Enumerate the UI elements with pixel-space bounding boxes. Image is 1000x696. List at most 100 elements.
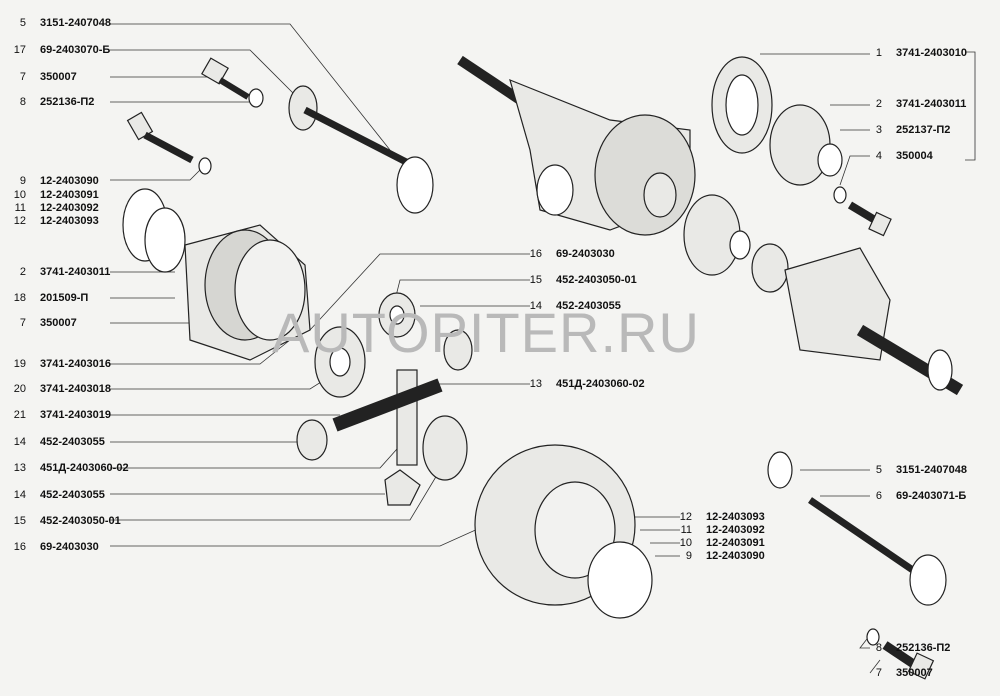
pinion-gear [443, 329, 473, 371]
side-gear-left [314, 326, 366, 398]
part-number: 12 [13, 215, 26, 227]
part-number: 8 [875, 642, 882, 654]
leader-line [869, 659, 881, 674]
part-number: 9 [685, 550, 692, 562]
leader-line [110, 339, 291, 365]
part-number: 9 [19, 175, 26, 187]
part-label: 4 350004 [860, 149, 933, 163]
part-label: 2 3741-2403011 [4, 265, 110, 279]
part-number: 12 [679, 511, 692, 523]
leader-line [394, 279, 530, 301]
part-label: 19 3741-2403016 [4, 357, 111, 371]
part-number: 15 [529, 274, 542, 286]
part-number: 3 [875, 124, 882, 136]
washer-part [248, 88, 264, 108]
part-number: 11 [14, 202, 26, 214]
part-code: 350007 [40, 317, 77, 329]
shim-part [144, 207, 186, 273]
leader-line [839, 155, 870, 186]
bearing-part [643, 172, 677, 218]
bolt-part [126, 111, 194, 164]
part-number: 19 [13, 358, 26, 370]
leader-line [110, 23, 391, 151]
leader-line [110, 49, 301, 101]
part-label: 5 3151-2407048 [4, 16, 111, 30]
part-label: 12 12-2403093 [4, 214, 99, 228]
bracket [965, 51, 976, 161]
bolt-part [201, 57, 250, 100]
part-code: 69-2403030 [40, 541, 99, 553]
part-code: 350007 [896, 667, 933, 679]
part-label: 7 350007 [860, 666, 933, 680]
part-number: 4 [875, 150, 882, 162]
leader-line [110, 439, 406, 469]
part-number: 18 [13, 292, 26, 304]
leader-line [309, 253, 530, 331]
part-number: 16 [13, 541, 26, 553]
axle-shaft-left [288, 85, 434, 214]
part-code: 69-2403071-Б [896, 490, 967, 502]
part-label: 15 452-2403050-01 [520, 273, 637, 287]
part-number: 1 [875, 47, 882, 59]
part-number: 5 [19, 17, 26, 29]
part-number: 10 [13, 189, 26, 201]
part-code: 12-2403093 [706, 511, 765, 523]
washer-part [833, 186, 847, 204]
part-number: 2 [875, 98, 882, 110]
bolt-part [847, 201, 892, 237]
ring-gear [711, 56, 773, 154]
part-number: 10 [679, 537, 692, 549]
bearing-part [751, 243, 789, 293]
part-code: 12-2403092 [40, 202, 99, 214]
part-number: 21 [13, 409, 26, 421]
part-code: 3151-2407048 [896, 464, 967, 476]
part-code: 350004 [896, 150, 933, 162]
part-code: 451Д-2403060-02 [40, 462, 129, 474]
part-code: 12-2403091 [706, 537, 765, 549]
part-number: 14 [13, 489, 26, 501]
part-code: 252136-П2 [896, 642, 951, 654]
differential-case-left [184, 224, 311, 361]
part-number: 8 [19, 96, 26, 108]
part-label: 8 252136-П2 [860, 641, 951, 655]
leader-line [110, 164, 206, 181]
part-label: 21 3741-2403019 [4, 408, 111, 422]
pinion-gear [378, 292, 416, 338]
part-code: 451Д-2403060-02 [556, 378, 645, 390]
part-number: 14 [13, 436, 26, 448]
part-code: 3151-2407048 [40, 17, 111, 29]
part-code: 12-2403093 [40, 215, 99, 227]
part-code: 3741-2403019 [40, 409, 111, 421]
part-label: 10 12-2403091 [670, 536, 765, 550]
part-number: 6 [875, 490, 882, 502]
part-number: 13 [529, 378, 542, 390]
part-code: 3741-2403011 [40, 266, 111, 278]
part-code: 452-2403050-01 [556, 274, 637, 286]
part-code: 452-2403050-01 [40, 515, 121, 527]
part-label: 9 12-2403090 [4, 174, 99, 188]
part-number: 2 [19, 266, 26, 278]
part-code: 3741-2403016 [40, 358, 111, 370]
part-code: 452-2403055 [40, 489, 105, 501]
part-number: 7 [875, 667, 882, 679]
leader-line [110, 469, 441, 521]
leader-line [110, 509, 521, 547]
part-code: 12-2403090 [40, 175, 99, 187]
axle-shaft-right [767, 451, 947, 606]
pinion-gear [296, 419, 328, 461]
cross-shaft [332, 369, 443, 466]
differential-gear-set [683, 194, 751, 276]
part-label: 6 69-2403071-Б [860, 489, 966, 503]
differential-case-right [474, 444, 653, 619]
